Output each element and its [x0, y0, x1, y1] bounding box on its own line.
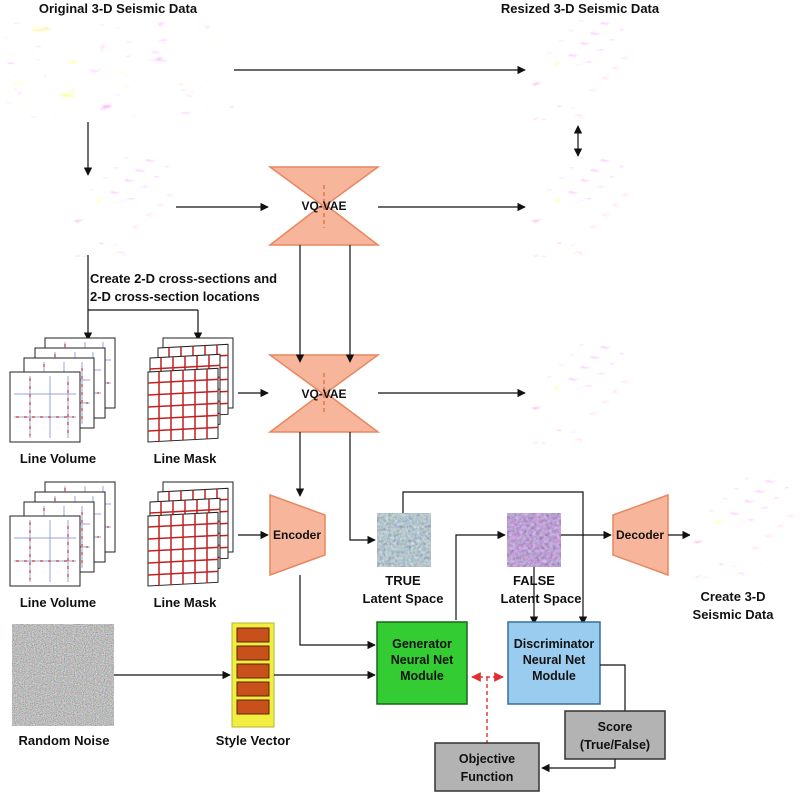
arrow-generator-to-false-latent — [455, 530, 506, 620]
discriminator-label-2: Neural Net — [523, 653, 586, 667]
line-volume-label-1: Line Volume — [20, 451, 96, 466]
vqvae-top-label: VQ-VAE — [301, 199, 346, 213]
vqvae-top-block: VQ-VAE — [267, 166, 381, 246]
generator-label-1: Generator — [392, 637, 452, 651]
discriminator-label-3: Module — [532, 669, 576, 683]
decoder-label: Decoder — [616, 528, 664, 542]
decoder-block: Decoder — [612, 493, 669, 577]
style-vector — [231, 622, 275, 728]
vqvae-mid-block: VQ-VAE — [267, 354, 381, 433]
false-latent-image — [507, 513, 561, 567]
true-latent-image — [377, 513, 431, 567]
create-3d-label-2: Seismic Data — [693, 607, 775, 622]
score-label-2: (True/False) — [580, 738, 650, 752]
line-mask-stack-1 — [147, 337, 234, 443]
discriminator-block: Discriminator Neural Net Module — [507, 621, 601, 705]
vqvae-mid-label: VQ-VAE — [301, 387, 346, 401]
line-volume-stack-2 — [9, 481, 116, 587]
random-noise-label: Random Noise — [18, 733, 109, 748]
generator-block: Generator Neural Net Module — [376, 621, 468, 705]
discriminator-label-1: Discriminator — [514, 637, 595, 651]
created-seismic-stack — [690, 476, 795, 578]
arrow-score-to-objective — [541, 759, 616, 773]
line-mask-label-2: Line Mask — [154, 595, 218, 610]
line-volume-stack-1 — [9, 337, 116, 443]
false-latent-label-2: Latent Space — [501, 591, 582, 606]
cross-sections-label-line1: Create 2-D cross-sections and — [90, 271, 277, 286]
objective-label-2: Function — [461, 770, 514, 784]
objective-label-1: Objective — [459, 752, 515, 766]
resized-seismic-stack-mid — [528, 155, 630, 257]
line-volume-label-2: Line Volume — [20, 595, 96, 610]
generator-label-3: Module — [400, 669, 444, 683]
generator-label-2: Neural Net — [391, 653, 454, 667]
true-latent-label-1: TRUE — [385, 573, 421, 588]
arrow-vqvae-to-true-latent — [349, 432, 376, 545]
style-vector-label: Style Vector — [216, 733, 290, 748]
score-label-1: Score — [598, 720, 633, 734]
output-seismic-stack-mid — [528, 342, 630, 444]
line-discriminator-to-score — [600, 664, 626, 711]
random-noise-image — [12, 624, 114, 726]
arrow-true-latent-to-discriminator — [402, 491, 588, 625]
score-block: Score (True/False) — [564, 710, 666, 760]
arrow-encoder-to-generator — [299, 575, 376, 650]
line-mask-label-1: Line Mask — [154, 451, 218, 466]
seismic-subvolume-stack — [70, 155, 175, 257]
cross-sections-label-line2: 2-D cross-section locations — [90, 289, 260, 304]
encoder-label: Encoder — [273, 528, 321, 542]
line-mask-stack-2 — [147, 481, 234, 587]
original-seismic-image — [2, 18, 235, 123]
resized-3d-label: Resized 3-D Seismic Data — [501, 1, 660, 16]
original-3d-label: Original 3-D Seismic Data — [39, 1, 198, 16]
resized-seismic-stack-top — [528, 18, 630, 120]
create-3d-label-1: Create 3-D — [700, 589, 765, 604]
encoder-block: Encoder — [269, 493, 326, 577]
objective-function-block: Objective Function — [434, 742, 540, 792]
true-latent-label-2: Latent Space — [363, 591, 444, 606]
